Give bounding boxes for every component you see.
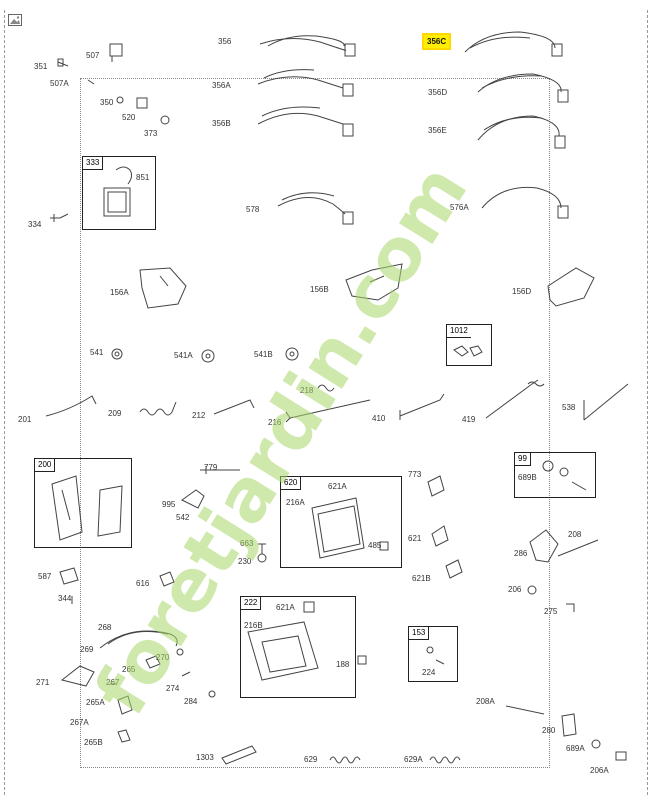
part-label[interactable]: 206A (590, 766, 609, 775)
part-label[interactable]: 275 (544, 607, 558, 616)
part-label[interactable]: 578 (246, 205, 260, 214)
part-label[interactable]: 271 (36, 678, 50, 687)
box-label-99: 99 (515, 453, 531, 466)
part-label[interactable]: 224 (422, 668, 436, 677)
box-label-153: 153 (409, 627, 430, 640)
part-label[interactable]: 621 (408, 534, 422, 543)
part-label[interactable]: 621B (412, 574, 431, 583)
part-label[interactable]: 410 (372, 414, 386, 423)
part-label[interactable]: 284 (184, 697, 198, 706)
part-label[interactable]: 689B (518, 473, 537, 482)
part-label[interactable]: 268 (98, 623, 112, 632)
part-label[interactable]: 485 (368, 541, 382, 550)
part-label[interactable]: 208 (568, 530, 582, 539)
part-label[interactable]: 538 (562, 403, 576, 412)
group-box-333: 333 (82, 156, 156, 230)
group-box-200: 200 (34, 458, 132, 548)
part-label[interactable]: 270 (156, 653, 170, 662)
part-label[interactable]: 663 (240, 539, 254, 548)
box-label-1012: 1012 (447, 325, 471, 338)
box-label-200: 200 (35, 459, 56, 472)
part-label-highlighted[interactable]: 356C (422, 33, 452, 50)
part-label[interactable]: 230 (238, 557, 252, 566)
part-label[interactable]: 541B (254, 350, 273, 359)
part-label[interactable]: 520 (122, 113, 136, 122)
part-label[interactable]: 286 (514, 549, 528, 558)
part-label[interactable]: 616 (136, 579, 150, 588)
part-label[interactable]: 265A (86, 698, 105, 707)
part-label[interactable]: 507 (86, 51, 100, 60)
part-label[interactable]: 1303 (196, 753, 214, 762)
page-border-right (647, 10, 649, 795)
part-label[interactable]: 267A (70, 718, 89, 727)
part-label[interactable]: 265 (122, 665, 136, 674)
part-label[interactable]: 587 (38, 572, 52, 581)
part-label[interactable]: 156A (110, 288, 129, 297)
group-box-222: 222 (240, 596, 356, 698)
part-label[interactable]: 216 (268, 418, 282, 427)
group-box-153: 153 (408, 626, 458, 682)
part-label[interactable]: 541A (174, 351, 193, 360)
part-label[interactable]: 216B (244, 621, 263, 630)
part-label[interactable]: 779 (204, 463, 218, 472)
group-box-1012: 1012 (446, 324, 492, 366)
part-label[interactable]: 274 (166, 684, 180, 693)
part-label[interactable]: 206 (508, 585, 522, 594)
box-label-222: 222 (241, 597, 262, 610)
part-label[interactable]: 156B (310, 285, 329, 294)
part-label[interactable]: 267 (106, 678, 120, 687)
part-label[interactable]: 351 (34, 62, 48, 71)
part-label[interactable]: 419 (462, 415, 476, 424)
part-label[interactable]: 201 (18, 415, 32, 424)
part-label[interactable]: 356D (428, 88, 448, 97)
part-label[interactable]: 188 (336, 660, 350, 669)
part-label[interactable]: 265B (84, 738, 103, 747)
group-box-99: 99 (514, 452, 596, 498)
part-label[interactable]: 356 (218, 37, 232, 46)
part-label[interactable]: 280 (542, 726, 556, 735)
image-icon (8, 14, 22, 26)
part-label[interactable]: 542 (176, 513, 190, 522)
part-label[interactable]: 851 (136, 173, 150, 182)
part-label[interactable]: 356B (212, 119, 231, 128)
part-label[interactable]: 208A (476, 697, 495, 706)
part-label[interactable]: 773 (408, 470, 422, 479)
part-label[interactable]: 629 (304, 755, 318, 764)
part-label[interactable]: 507A (50, 79, 69, 88)
part-label[interactable]: 621A (276, 603, 295, 612)
part-label[interactable]: 350 (100, 98, 114, 107)
part-label[interactable]: 356E (428, 126, 447, 135)
box-label-620: 620 (281, 477, 302, 490)
part-label[interactable]: 373 (144, 129, 158, 138)
part-label[interactable]: 541 (90, 348, 104, 357)
box-label-333: 333 (83, 157, 104, 170)
part-label[interactable]: 216A (286, 498, 305, 507)
part-label[interactable]: 356A (212, 81, 231, 90)
page-border-left (4, 10, 6, 795)
part-label[interactable]: 269 (80, 645, 94, 654)
part-label[interactable]: 334 (28, 220, 42, 229)
part-label[interactable]: 995 (162, 500, 176, 509)
part-label[interactable]: 621A (328, 482, 347, 491)
part-label[interactable]: 212 (192, 411, 206, 420)
part-label[interactable]: 576A (450, 203, 469, 212)
part-label[interactable]: 209 (108, 409, 122, 418)
group-box-620: 620 (280, 476, 402, 568)
part-label[interactable]: 629A (404, 755, 423, 764)
part-label[interactable]: 689A (566, 744, 585, 753)
engine-outline-dashed (80, 78, 550, 768)
part-label[interactable]: 218 (300, 386, 314, 395)
part-label[interactable]: 156D (512, 287, 532, 296)
part-label[interactable]: 344 (58, 594, 72, 603)
